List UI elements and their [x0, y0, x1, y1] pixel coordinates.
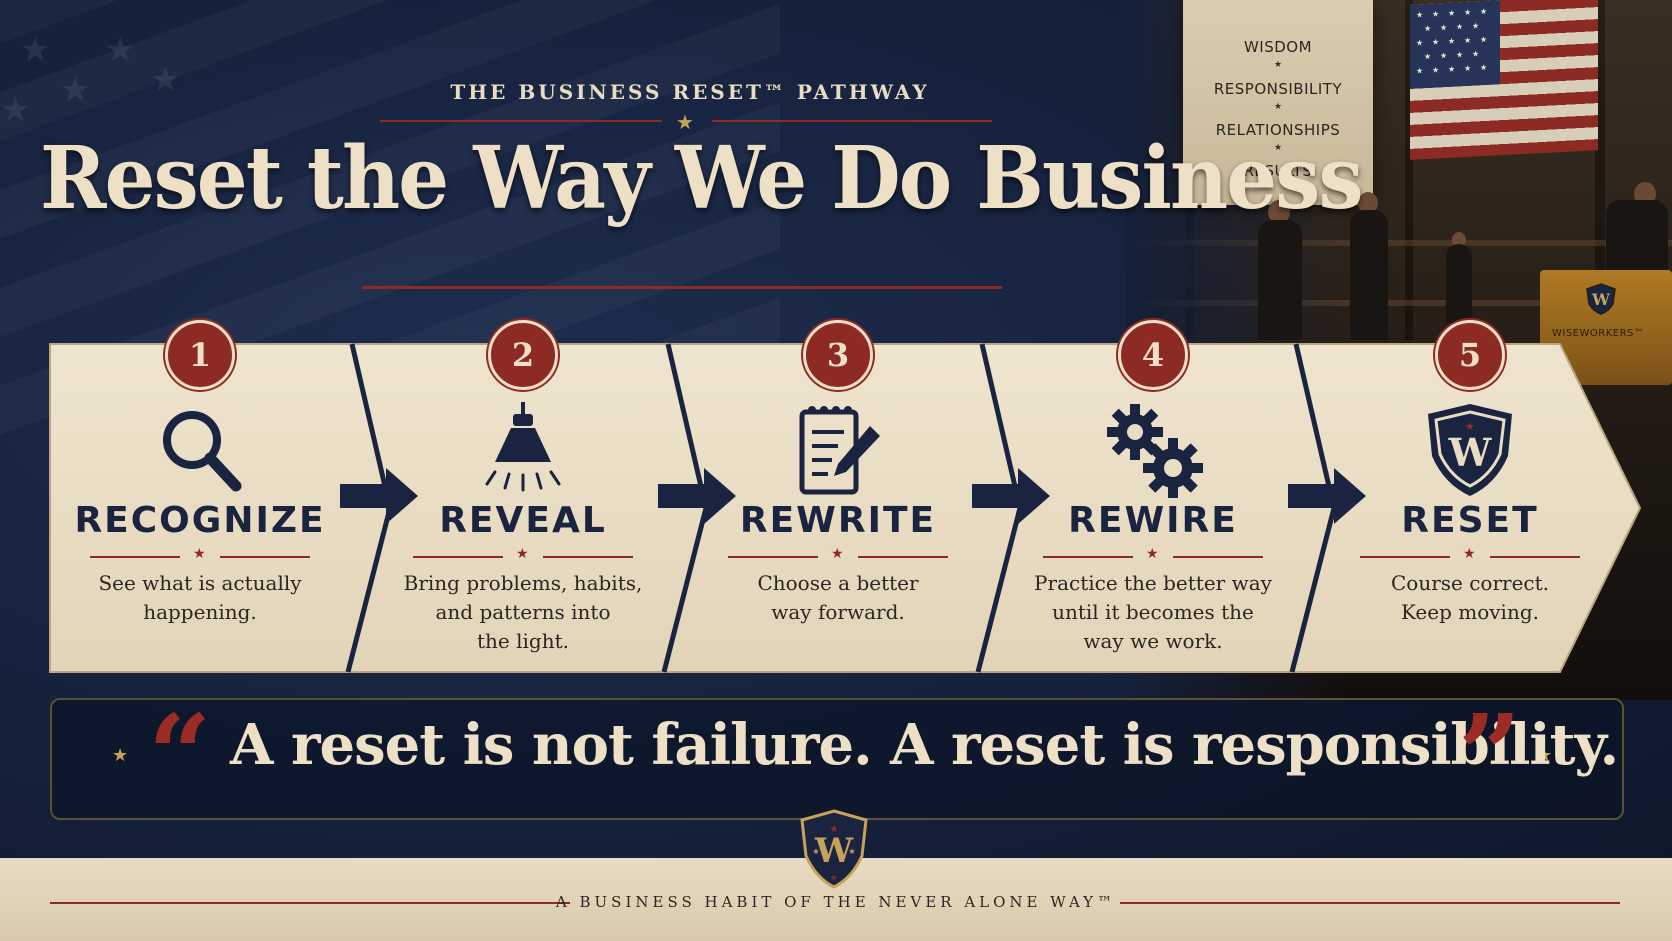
- lamp-icon: [473, 400, 573, 500]
- background-star-icon: ★: [20, 30, 51, 70]
- worker-figure: [1258, 220, 1302, 340]
- background-star-icon: ★: [150, 60, 181, 100]
- step-rule: [858, 556, 948, 558]
- arrow-right-icon: [340, 466, 420, 526]
- step-description-line: Course correct.: [1390, 571, 1550, 595]
- footer-tagline: A BUSINESS HABIT OF THE NEVER ALONE WAY™: [555, 893, 1117, 911]
- step-rule: [90, 556, 180, 558]
- footer-rule-left: [50, 902, 570, 904]
- arrow-right-icon: [658, 466, 738, 526]
- step-rule: [1360, 556, 1450, 558]
- step-star-icon: ★: [516, 546, 529, 562]
- footer-shield-letter: W: [814, 831, 854, 871]
- step-description: See what is actually happening.: [70, 569, 330, 627]
- forklift-label: WISEWORKERS™: [1552, 328, 1645, 339]
- shield-w-icon: W★: [1420, 400, 1520, 500]
- step-rule: [220, 556, 310, 558]
- step-star-icon: ★: [1146, 546, 1159, 562]
- magnifying-glass-icon: [150, 400, 250, 500]
- step-description-line: Bring problems, habits,: [403, 571, 643, 595]
- subtitle-rule-left: [380, 120, 662, 122]
- step-star-icon: ★: [1463, 546, 1476, 562]
- quote-box: [50, 698, 1624, 820]
- step-rule: [413, 556, 503, 558]
- step-number-badge: 4: [1118, 320, 1188, 390]
- gears-icon: [1103, 400, 1203, 500]
- step-description-line: See what is actually: [98, 571, 302, 595]
- step-rule: [1173, 556, 1263, 558]
- step-name: REWIRE: [1068, 500, 1238, 541]
- step-rule: [1490, 556, 1580, 558]
- step-number-badge: 3: [803, 320, 873, 390]
- quote-text: A reset is not failure. A reset is respo…: [230, 712, 1619, 778]
- step-description-line: way we work.: [1083, 629, 1223, 653]
- footer-shield-icon: W ★ ★ ★ ★: [800, 809, 868, 889]
- open-quote-mark: “: [148, 690, 212, 819]
- step-name: REVEAL: [439, 500, 607, 541]
- step-description: Practice the better way until it becomes …: [1023, 569, 1283, 656]
- step-name: REWRITE: [739, 500, 937, 541]
- footer-rule-right: [1120, 902, 1620, 904]
- page-title: Reset the Way We Do Business: [40, 128, 1364, 229]
- step-description-line: until it becomes the: [1052, 600, 1254, 624]
- background-star-icon: ★: [60, 70, 91, 110]
- svg-text:★: ★: [1465, 420, 1475, 433]
- step-rule: [728, 556, 818, 558]
- worker-figure: [1268, 200, 1290, 224]
- divider-star-icon: ★: [676, 110, 694, 134]
- step-description-line: Practice the better way: [1034, 571, 1272, 595]
- sign-line: RESULTS: [1243, 162, 1313, 180]
- background-star-icon: ★: [0, 90, 31, 130]
- step-name: RECOGNIZE: [74, 500, 326, 541]
- step-description-line: Keep moving.: [1401, 600, 1539, 624]
- close-quote-mark: ”: [1458, 690, 1522, 819]
- svg-text:★: ★: [848, 847, 855, 856]
- step-number-badge: 2: [488, 320, 558, 390]
- step-description: Course correct. Keep moving.: [1340, 569, 1600, 627]
- step-number-badge: 1: [165, 320, 235, 390]
- step-description-line: happening.: [143, 600, 257, 624]
- quote-star-left-icon: ★: [112, 745, 129, 766]
- step-star-icon: ★: [193, 546, 206, 562]
- svg-text:W: W: [1591, 290, 1611, 309]
- notepad-pencil-icon: [788, 400, 888, 500]
- svg-text:★: ★: [830, 873, 837, 882]
- step-description: Bring problems, habits, and patterns into…: [393, 569, 653, 656]
- forklift-shield-icon: W: [1586, 283, 1616, 315]
- step-name: RESET: [1401, 500, 1539, 541]
- step-description-line: way forward.: [771, 600, 905, 624]
- svg-text:W: W: [1448, 430, 1493, 475]
- subtitle-rule-right: [712, 120, 992, 122]
- arrow-right-icon: [1288, 466, 1368, 526]
- step-description-line: and patterns into: [435, 600, 611, 624]
- quote-star-right-icon: ★: [1536, 745, 1553, 766]
- values-sign: WISDOM ★ RESPONSIBILITY ★ RELATIONSHIPS …: [1183, 0, 1373, 205]
- title-underline: [362, 286, 1002, 289]
- sign-line: WISDOM: [1243, 38, 1313, 56]
- worker-figure: [1446, 244, 1472, 324]
- svg-text:★: ★: [812, 847, 819, 856]
- step-description-line: the light.: [477, 629, 569, 653]
- step-description-line: Choose a better: [757, 571, 919, 595]
- sign-line: RESPONSIBILITY: [1213, 80, 1343, 98]
- step-number-badge: 5: [1435, 320, 1505, 390]
- pathway-subtitle: THE BUSINESS RESET™ PATHWAY: [450, 80, 930, 104]
- step-star-icon: ★: [831, 546, 844, 562]
- svg-text:★: ★: [830, 824, 839, 835]
- background-star-icon: ★: [105, 30, 136, 70]
- step-description: Choose a better way forward.: [708, 569, 968, 627]
- worker-figure: [1350, 210, 1388, 340]
- arrow-right-icon: [972, 466, 1052, 526]
- step-rule: [1043, 556, 1133, 558]
- step-rule: [543, 556, 633, 558]
- worker-figure: [1358, 192, 1378, 214]
- sign-line: RELATIONSHIPS: [1215, 121, 1341, 139]
